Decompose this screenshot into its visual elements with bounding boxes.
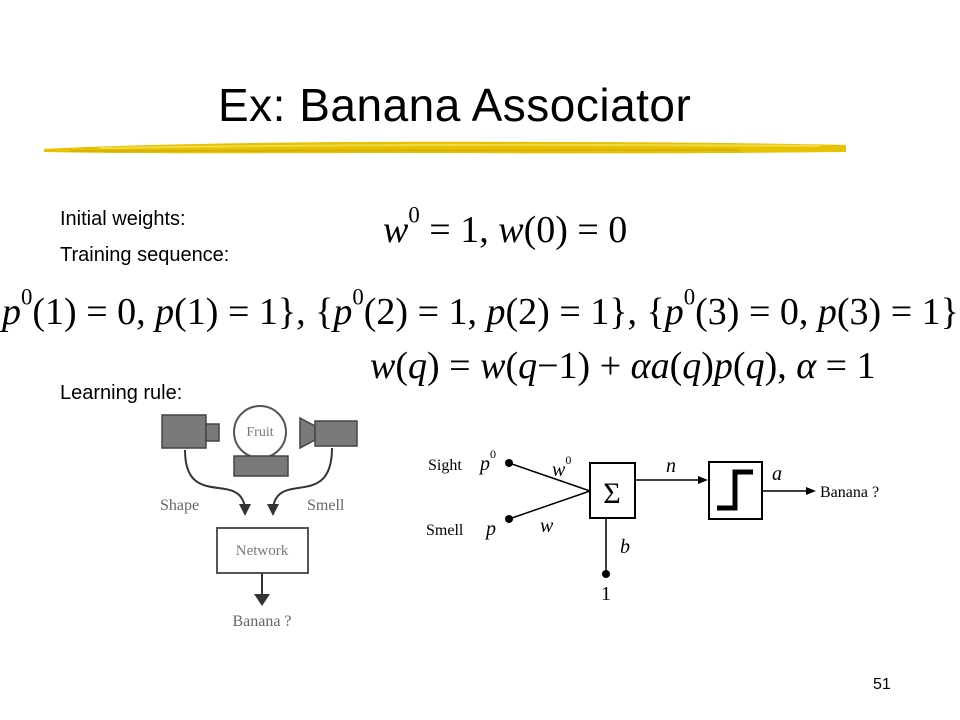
bias-input-dot [602, 570, 610, 578]
network-label: Network [236, 543, 289, 559]
shape-label: Shape [160, 497, 199, 514]
sigma-symbol: Σ [603, 477, 620, 510]
n-label: n [666, 455, 676, 477]
learning-rule-label: Learning rule: [60, 382, 183, 404]
smell-sensor-icon [299, 416, 316, 450]
title-underline [44, 141, 846, 154]
step-function-icon [717, 469, 753, 511]
w0-label: w0 [552, 453, 571, 481]
network-output-label: Banana ? [232, 613, 291, 630]
plate-icon [233, 455, 289, 477]
p-label: p [484, 518, 496, 540]
a-label: a [772, 463, 782, 485]
w-label: w [540, 515, 554, 537]
slide-title: Ex: Banana Associator [218, 79, 692, 131]
sight-label: Sight [428, 457, 462, 474]
b-label: b [620, 536, 630, 558]
fruit-label: Fruit [246, 425, 273, 440]
initial-weights-equation: w0 = 1, w(0) = 0 [383, 202, 628, 251]
summation-box [589, 462, 636, 519]
camera-icon [161, 414, 207, 449]
training-sequence-label: Training sequence: [60, 244, 230, 266]
training-sequence-equation: p0(1) = 0, p(1) = 1}, {p0(2) = 1, p(2) =… [2, 284, 960, 333]
initial-weights-label: Initial weights: [60, 208, 186, 230]
sensor-network-diagram: Fruit Shape Smell Network Banana ? [160, 405, 358, 630]
page-number: 51 [873, 676, 891, 693]
neuron-diagram: Sight Smell p0 p w0 w Σ b 1 n a Banana ? [426, 447, 879, 605]
network-box [216, 527, 309, 574]
learning-rule-equation: w(q) = w(q−1) + αa(q)p(q), α = 1 [370, 345, 876, 387]
p0-label: p0 [478, 447, 496, 475]
smell-input-label: Smell [307, 497, 345, 514]
banana-output-label: Banana ? [820, 484, 879, 501]
bias-input-label: 1 [601, 583, 611, 605]
smell-label: Smell [426, 522, 464, 539]
